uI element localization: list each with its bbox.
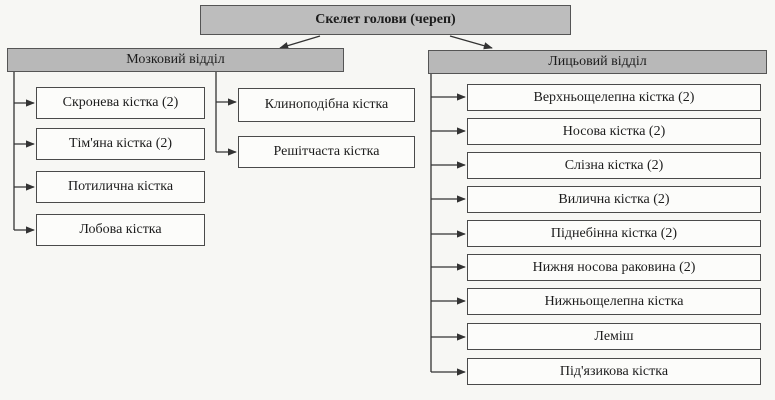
facial-item-inferior-concha: Нижня носова раковина (2) [467, 254, 761, 281]
facial-item-mandible: Нижньощелепна кістка [467, 288, 761, 315]
facial-item-nasal: Носова кістка (2) [467, 118, 761, 145]
cranial-header: Мозковий відділ [7, 48, 344, 72]
arrow-root-to-facial [449, 35, 493, 50]
facial-header: Лицьовий відділ [428, 50, 767, 74]
cranial-item-parietal: Тім'яна кістка (2) [36, 128, 205, 160]
cranial-item-occipital: Потилична кістка [36, 171, 205, 203]
cranial-item-sphenoid: Клиноподібна кістка [238, 88, 415, 122]
facial-item-palatine: Піднебінна кістка (2) [467, 220, 761, 247]
facial-item-zygomatic: Вилична кістка (2) [467, 186, 761, 213]
facial-item-lacrimal: Слізна кістка (2) [467, 152, 761, 179]
arrow-root-to-cranial [279, 35, 321, 50]
root-node: Скелет голови (череп) [200, 5, 571, 35]
cranial-item-ethmoid: Решітчаста кістка [238, 136, 415, 168]
facial-item-vomer: Леміш [467, 323, 761, 350]
cranial-item-frontal: Лобова кістка [36, 214, 205, 246]
facial-item-hyoid: Під'язикова кістка [467, 358, 761, 385]
facial-item-maxilla: Верхньощелепна кістка (2) [467, 84, 761, 111]
cranial-item-temporal: Скронева кістка (2) [36, 87, 205, 119]
